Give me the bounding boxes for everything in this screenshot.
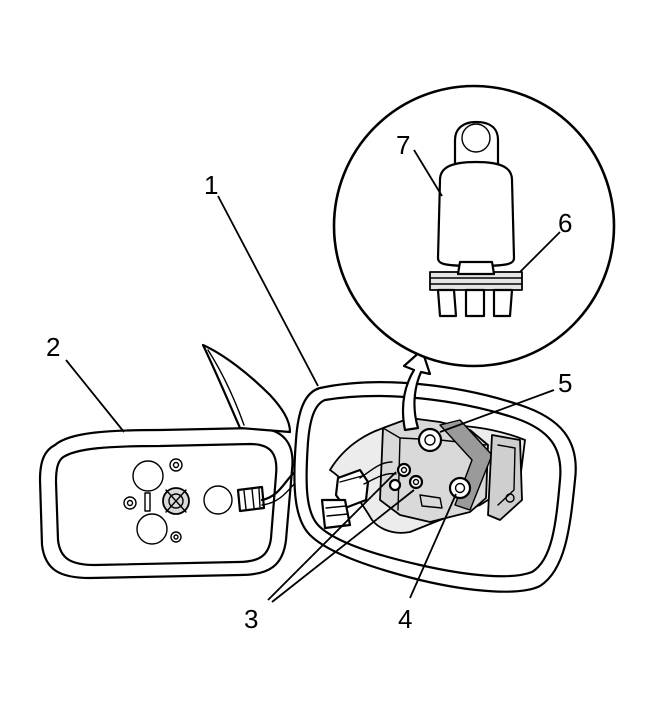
callout-7: 7 bbox=[396, 130, 410, 160]
lamp-socket bbox=[429, 260, 523, 318]
leader-3b bbox=[271, 489, 415, 603]
leader-4 bbox=[409, 493, 457, 599]
callout-labels: 1 2 3 4 5 6 7 bbox=[46, 130, 572, 634]
leader-6 bbox=[519, 231, 561, 273]
glass-clip-top bbox=[169, 458, 183, 472]
leader-3a bbox=[267, 471, 397, 601]
glass-clip-left bbox=[123, 492, 151, 512]
leader-5 bbox=[439, 389, 555, 433]
detail-view bbox=[332, 84, 616, 368]
callout-3: 3 bbox=[244, 604, 258, 634]
leader-7 bbox=[413, 149, 443, 197]
glass-heater-connector bbox=[236, 485, 266, 513]
lamp-bulb bbox=[436, 120, 516, 268]
leader-1 bbox=[217, 195, 319, 387]
callout-1: 1 bbox=[204, 170, 218, 200]
leader-lines bbox=[65, 149, 561, 603]
callout-6: 6 bbox=[558, 208, 572, 238]
callout-5: 5 bbox=[558, 368, 572, 398]
glass-pad-top bbox=[132, 460, 164, 492]
removal-arrow[interactable] bbox=[401, 348, 432, 432]
callout-4: 4 bbox=[398, 604, 412, 634]
leader-2 bbox=[65, 359, 125, 433]
mirror-glass bbox=[38, 426, 294, 580]
glass-clip-bottom bbox=[170, 531, 182, 543]
glass-pad-bottom bbox=[136, 513, 168, 545]
glass-pad-right bbox=[203, 485, 233, 515]
callout-2: 2 bbox=[46, 332, 60, 362]
